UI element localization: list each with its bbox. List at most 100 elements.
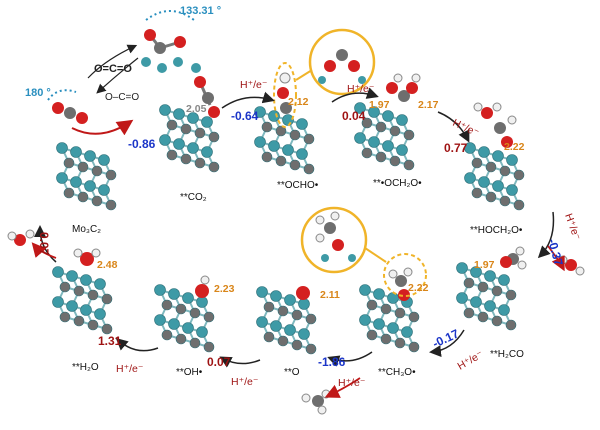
carbon-atom [161, 299, 173, 311]
distance-value: 2.11 [320, 289, 340, 301]
carbon-atom [73, 285, 85, 297]
molybdenum-atom [401, 326, 413, 338]
molybdenum-atom [506, 154, 518, 166]
carbon-atom [485, 191, 497, 203]
molybdenum-atom [268, 140, 280, 152]
energy-value: -0.64 [231, 109, 259, 123]
carbon-atom [175, 333, 187, 345]
molybdenum-atom [187, 112, 199, 124]
molybdenum-atom [52, 296, 64, 308]
carbon-atom [87, 289, 99, 301]
energy-value: 0.07 [207, 355, 231, 369]
molybdenum-atom [484, 300, 496, 312]
molybdenum-atom [373, 318, 385, 330]
distance-value: 1.97 [369, 99, 390, 111]
carbon-atom [491, 285, 503, 297]
carbon-atom [408, 341, 420, 353]
carbon-atom [203, 311, 215, 323]
carbon-atom [91, 195, 103, 207]
molybdenum-atom [94, 308, 106, 320]
carbon-atom [180, 153, 192, 165]
carbon-atom [189, 307, 201, 319]
molybdenum-atom [368, 136, 380, 148]
distance-value: 2.22 [408, 282, 429, 294]
carbon-atom [263, 301, 275, 313]
carbon-atom [289, 159, 301, 171]
molybdenum-atom [282, 114, 294, 126]
molybdenum-atom [182, 292, 194, 304]
distance-value: 1.97 [474, 259, 495, 271]
carbon-atom [366, 299, 378, 311]
molybdenum-atom [298, 328, 310, 340]
oxygen-atom [144, 29, 156, 41]
carbon-atom [208, 161, 220, 173]
molybdenum-atom [168, 318, 180, 330]
carbon-atom [91, 165, 103, 177]
distance-value: 2.48 [97, 259, 118, 271]
highlight-circles [273, 28, 427, 297]
energy-value: 0.07 [37, 232, 51, 256]
carbon-atom [105, 199, 117, 211]
molybdenum-atom [359, 314, 371, 326]
distance-value: 2.23 [214, 283, 235, 295]
energy-value: -0.37 [545, 237, 566, 267]
state-label: **•OCH₂O• [373, 178, 422, 189]
molybdenum-atom [270, 290, 282, 302]
carbon-atom [499, 195, 511, 207]
energy-value: -0.86 [128, 137, 156, 151]
mo3c2-slab [359, 284, 420, 353]
carbon-atom [289, 129, 301, 141]
molybdenum-atom [282, 144, 294, 156]
step-label: H⁺/e⁻ [456, 348, 486, 372]
carbon-atom [291, 309, 303, 321]
carbon-atom [105, 169, 117, 181]
carbon-atom [505, 289, 517, 301]
carbon-atom [203, 341, 215, 353]
molecule-bent-label: O–C=O [105, 92, 139, 103]
molybdenum-atom [94, 278, 106, 290]
molybdenum-atom [196, 296, 208, 308]
molybdenum-atom [396, 114, 408, 126]
molybdenum-atom [80, 274, 92, 286]
molybdenum-atom [506, 184, 518, 196]
angle-top-label: 133.31 ° [180, 5, 221, 17]
carbon-atom [403, 159, 415, 171]
carbon-atom [59, 281, 71, 293]
mo3c2-slab [464, 142, 525, 211]
step-label: H⁺/e⁻ [231, 376, 259, 388]
molecule-linear-label: O=C=O [94, 63, 132, 75]
step-label: H⁺/e⁻ [562, 212, 583, 242]
molybdenum-atom [368, 106, 380, 118]
molybdenum-atom [498, 274, 510, 286]
carbon-atom [471, 157, 483, 169]
carbon-atom [305, 343, 317, 355]
molybdenum-atom [66, 300, 78, 312]
carbon-atom [375, 151, 387, 163]
molybdenum-atom [373, 288, 385, 300]
molybdenum-atom [154, 284, 166, 296]
molybdenum-atom [470, 296, 482, 308]
molybdenum-atom [382, 110, 394, 122]
carbon-atom [471, 187, 483, 199]
carbon-atom [161, 329, 173, 341]
reaction-arrows [31, 44, 565, 398]
carbon-atom [275, 155, 287, 167]
state-label: **H₂O [72, 362, 99, 373]
distance-value: 2.22 [504, 141, 525, 153]
carbon-atom [87, 319, 99, 331]
molybdenum-atom [159, 134, 171, 146]
state-label: **CH₃O• [378, 367, 416, 378]
carbon-atom [499, 165, 511, 177]
carbon-atom [463, 277, 475, 289]
molybdenum-atom [268, 110, 280, 122]
molybdenum-atom [159, 104, 171, 116]
carbon-atom [208, 131, 220, 143]
state-label: **CO₂ [180, 192, 207, 203]
molybdenum-atom [254, 106, 266, 118]
carbon-atom [477, 311, 489, 323]
carbon-atom [263, 331, 275, 343]
molybdenum-atom [182, 322, 194, 334]
molybdenum-atom [284, 294, 296, 306]
